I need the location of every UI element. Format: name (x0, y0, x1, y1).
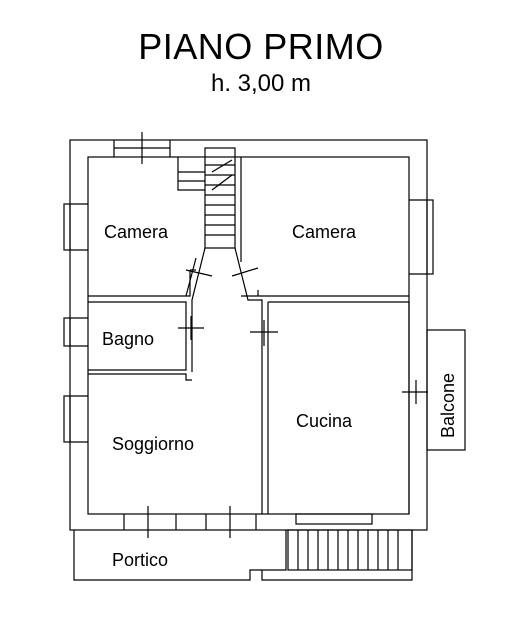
room-label-camera-left: Camera (104, 222, 169, 242)
plan-title: PIANO PRIMO (138, 26, 384, 67)
room-label-bagno: Bagno (102, 329, 154, 349)
room-label-cucina: Cucina (296, 411, 353, 431)
wall-camera-right (240, 157, 409, 297)
room-label-camera-right: Camera (292, 222, 357, 242)
room-label-soggiorno: Soggiorno (112, 434, 194, 454)
window-right-camera (409, 199, 434, 275)
room-label-balcone: Balcone (438, 373, 458, 438)
balcone-outline (426, 329, 466, 451)
wall-bagno (88, 301, 192, 381)
window-left-camera (63, 203, 88, 251)
window-left-soggiorno (63, 395, 88, 443)
staircase (178, 147, 236, 249)
window-soggiorno-south (123, 506, 257, 538)
wall-cucina (267, 301, 410, 514)
wall-camera-left (88, 269, 196, 297)
window-top-camera (113, 132, 171, 164)
portico-stairs (287, 529, 413, 571)
room-label-portico: Portico (112, 550, 168, 570)
window-left-bagno (63, 317, 88, 347)
ceiling-height: h. 3,00 m (210, 70, 312, 97)
